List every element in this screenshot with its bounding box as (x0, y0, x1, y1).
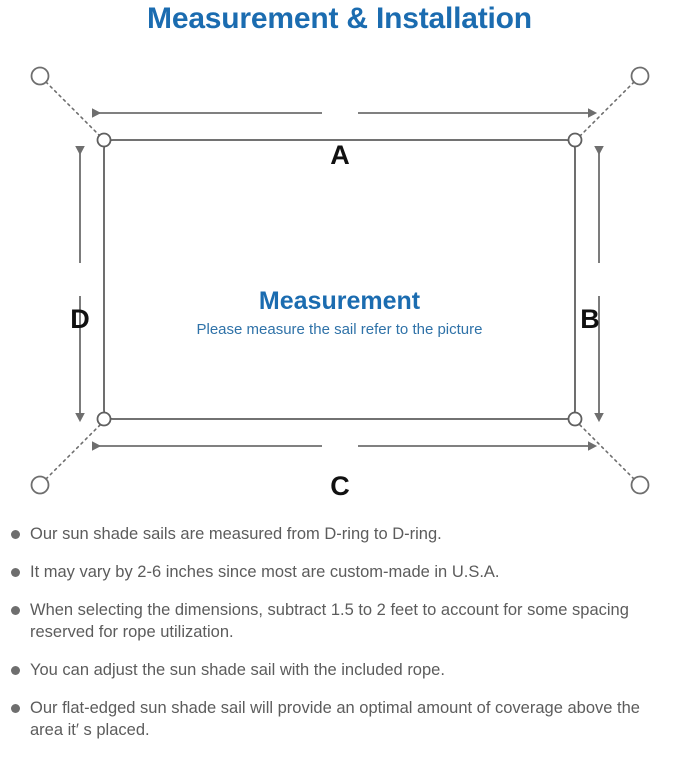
list-item: It may vary by 2-6 inches since most are… (0, 561, 679, 583)
rope-top-right (579, 81, 635, 137)
dimension-label-a: A (330, 140, 350, 170)
dimension-label-b: B (580, 304, 600, 334)
list-item-text: When selecting the dimensions, subtract … (30, 601, 629, 641)
sail-rectangle (103, 139, 576, 420)
d-ring-top-right-icon (567, 132, 583, 148)
list-item-text: Our flat-edged sun shade sail will provi… (30, 699, 640, 739)
list-item: When selecting the dimensions, subtract … (0, 599, 679, 643)
bullet-icon (11, 704, 20, 713)
rope-bottom-right (579, 424, 635, 480)
anchor-top-left-icon (30, 66, 50, 86)
rope-top-left (45, 81, 101, 137)
notes-list: Our sun shade sails are measured from D-… (0, 523, 679, 757)
rope-bottom-left (45, 424, 101, 480)
rope-lines (45, 81, 635, 480)
list-item-text: You can adjust the sun shade sail with t… (30, 661, 445, 679)
diagram-svg (30, 66, 650, 495)
anchor-bottom-left-icon (30, 475, 50, 495)
dimension-label-c: C (330, 471, 350, 501)
d-ring-bottom-right-icon (567, 411, 583, 427)
list-item-text: It may vary by 2-6 inches since most are… (30, 563, 500, 581)
d-rings (96, 132, 583, 427)
d-ring-top-left-icon (96, 132, 112, 148)
dimension-label-d: D (70, 304, 90, 334)
anchor-top-right-icon (630, 66, 650, 86)
bullet-icon (11, 568, 20, 577)
list-item-text: Our sun shade sails are measured from D-… (30, 525, 442, 543)
bullet-icon (11, 530, 20, 539)
bullet-icon (11, 606, 20, 615)
bullet-icon (11, 666, 20, 675)
page-title: Measurement & Installation (147, 2, 532, 35)
measurement-diagram: Measurement Please measure the sail refe… (0, 46, 679, 516)
d-ring-bottom-left-icon (96, 411, 112, 427)
list-item: Our flat-edged sun shade sail will provi… (0, 697, 679, 741)
list-item: Our sun shade sails are measured from D-… (0, 523, 679, 545)
list-item: You can adjust the sun shade sail with t… (0, 659, 679, 681)
anchor-rings (30, 66, 650, 495)
anchor-bottom-right-icon (630, 475, 650, 495)
